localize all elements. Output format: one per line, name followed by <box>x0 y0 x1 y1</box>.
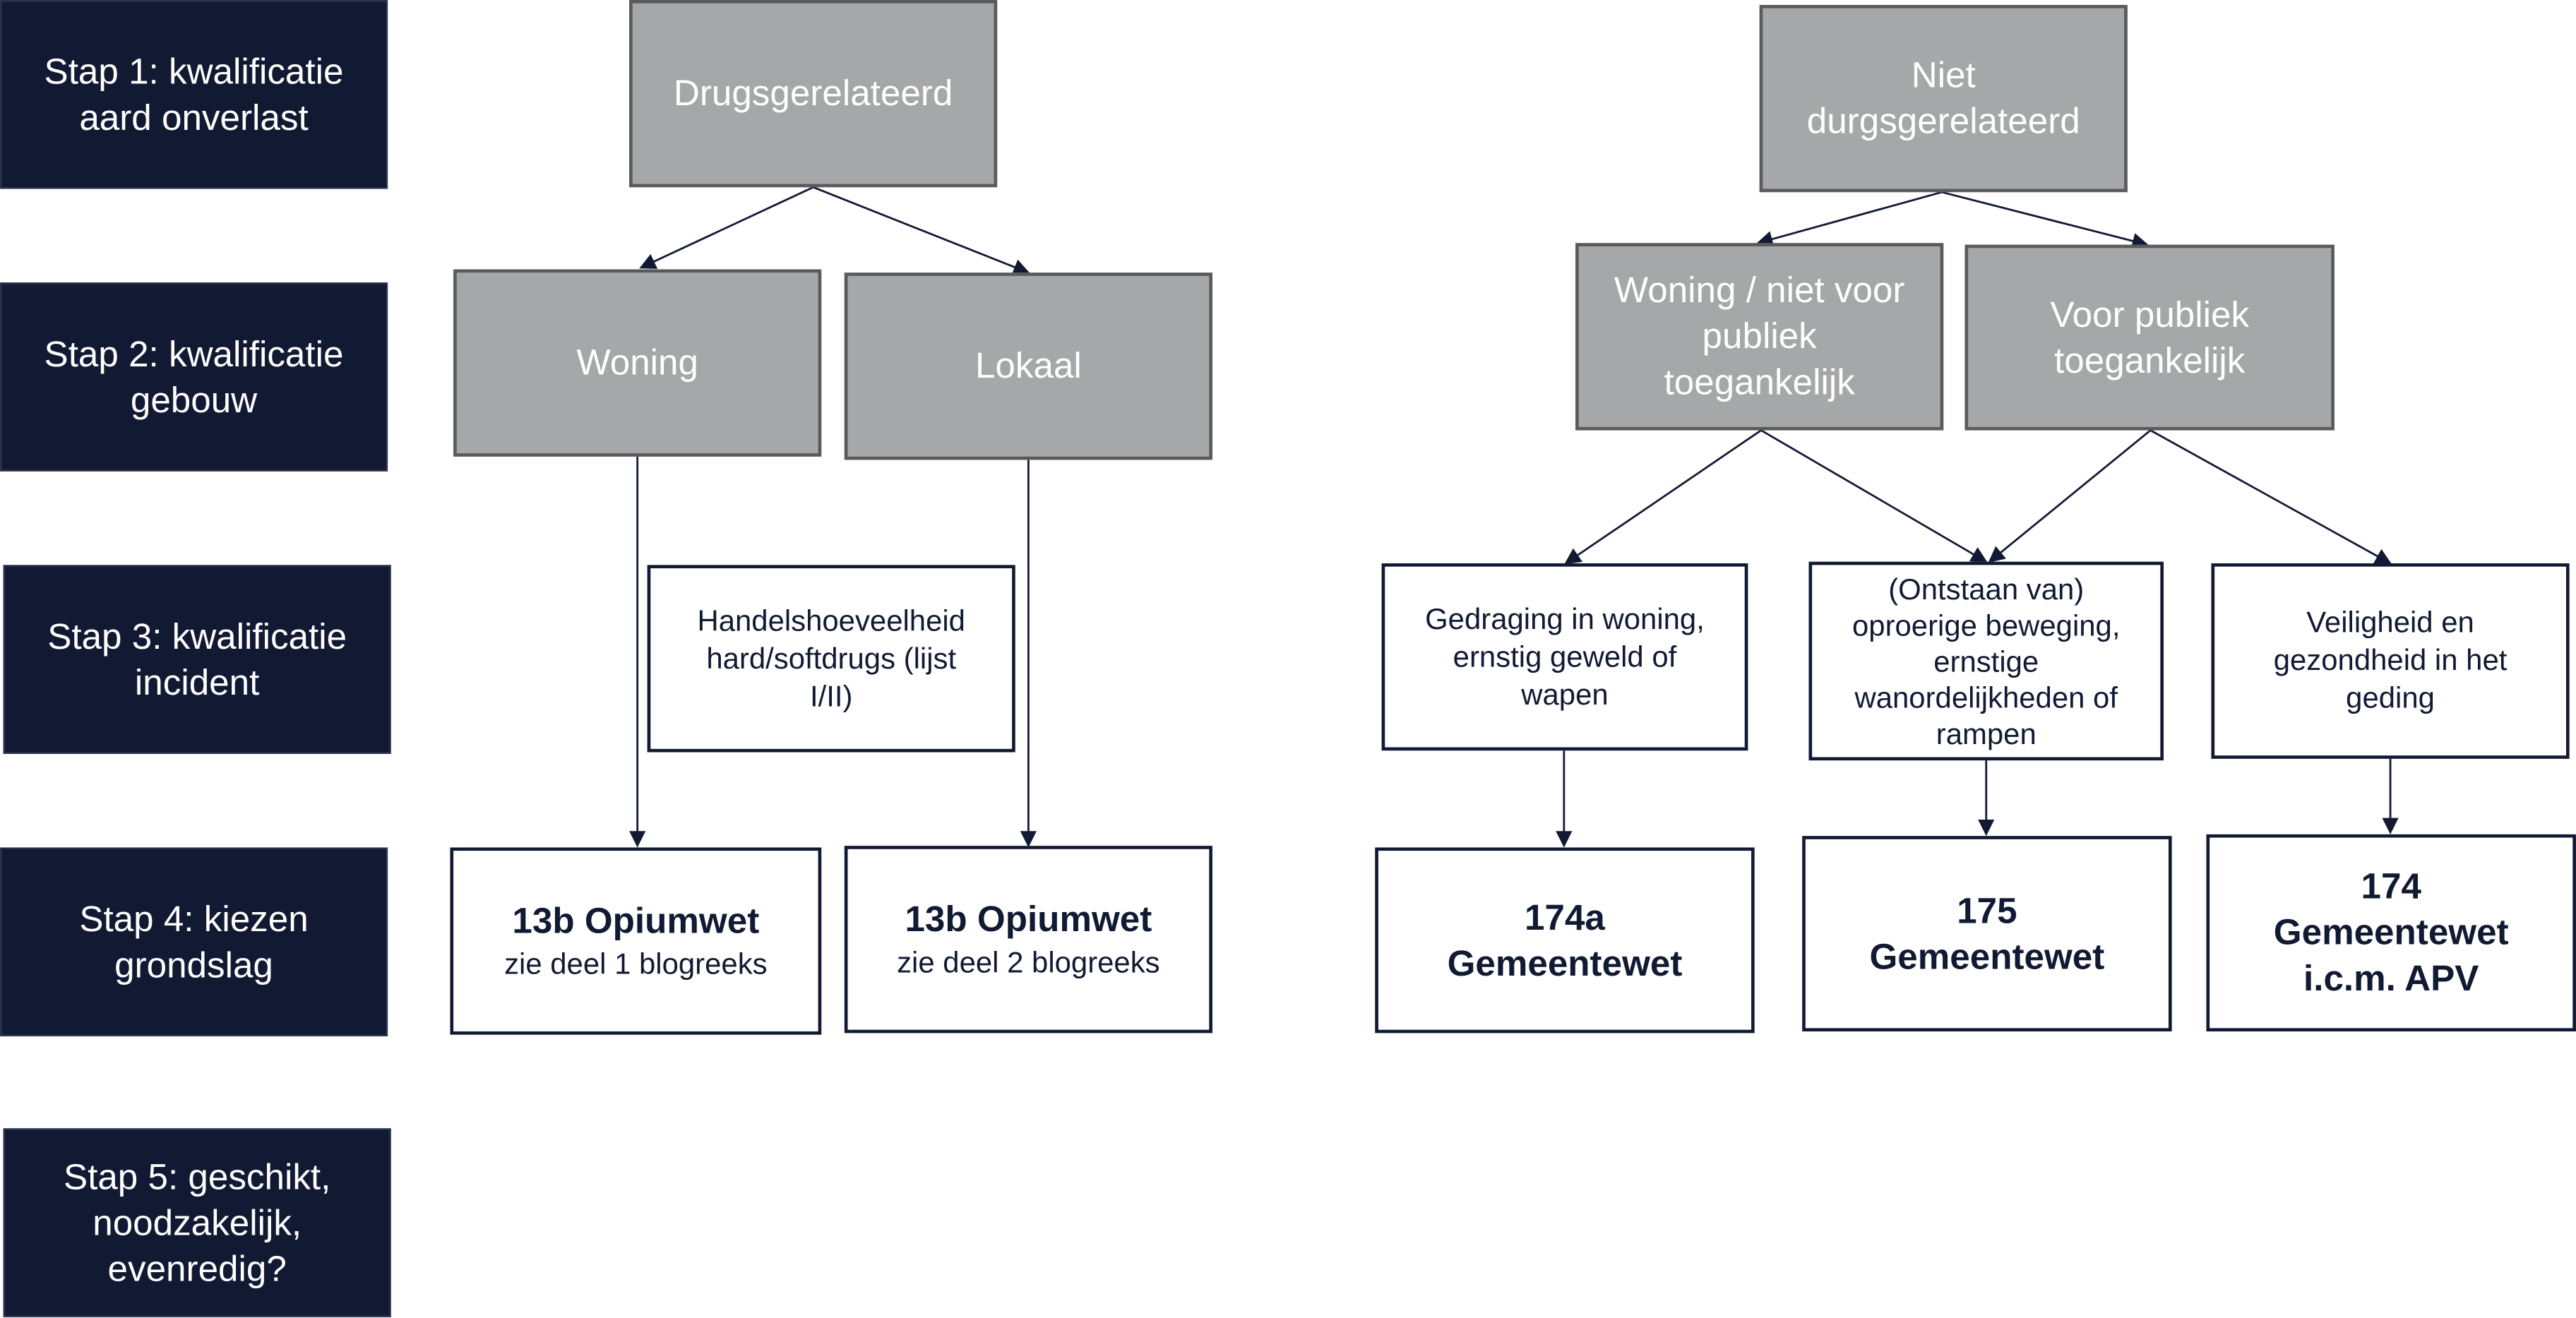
law-175-gemeentewet-box: 175 Gemeentewet <box>1802 836 2172 1032</box>
arrow-woningnp-to-incident-b <box>1760 429 1988 563</box>
law-subtitle: zie deel 1 blogreeks <box>504 947 768 981</box>
arrow-niet-to-publiek <box>1941 191 2149 249</box>
law-title: 13b Opiumwet <box>905 898 1152 940</box>
law-title: 174a Gemeentewet <box>1447 896 1683 983</box>
law-13b-opiumwet-deel2-box: 13b Opiumwet zie deel 2 blogreeks <box>844 846 1212 1034</box>
law-174-gemeentewet-apv-box: 174 Gemeentewet i.c.m. APV <box>2206 834 2576 1032</box>
law-13b-opiumwet-deel1-box: 13b Opiumwet zie deel 1 blogreeks <box>450 847 822 1035</box>
drugsgerelateerd-box: Drugsgerelateerd <box>629 0 998 188</box>
incident-veiligheid-gezondheid-box: Veiligheid en gezondheid in het geding <box>2211 563 2570 759</box>
arrow-publiek-to-incident-b <box>1988 429 2152 563</box>
arrow-niet-to-woning-niet-publiek <box>1756 191 1943 247</box>
incident-oproerige-beweging-box: (Ontstaan van) oproerige beweging, ernst… <box>1808 561 2164 761</box>
niet-drugsgerelateerd-box: Niet durgsgerelateerd <box>1759 4 2128 193</box>
step-4-box: Stap 4: kiezen grondslag <box>0 847 388 1037</box>
woning-box: Woning <box>453 269 822 457</box>
step-5-box: Stap 5: geschikt, noodzakelijk, evenredi… <box>3 1128 391 1317</box>
arrow-drugs-to-lokaal <box>813 186 1030 275</box>
step-2-box: Stap 2: kwalificatie gebouw <box>0 282 388 472</box>
handelshoeveelheid-box: Handelshoeveelheid hard/softdrugs (lijst… <box>647 565 1015 753</box>
law-subtitle: zie deel 2 blogreeks <box>897 946 1160 979</box>
woning-niet-publiek-box: Woning / niet voor publiek toegankelijk <box>1575 243 1944 431</box>
incident-gedraging-woning-box: Gedraging in woning, ernstig geweld of w… <box>1381 563 1748 751</box>
lokaal-box: Lokaal <box>844 272 1212 460</box>
voor-publiek-toegankelijk-box: Voor publiek toegankelijk <box>1964 244 2334 431</box>
law-174a-gemeentewet-box: 174a Gemeentewet <box>1375 847 1755 1034</box>
step-3-box: Stap 3: kwalificatie incident <box>3 565 391 754</box>
step-1-box: Stap 1: kwalificatie aard onverlast <box>0 0 388 189</box>
arrow-publiek-to-incident-c <box>2149 429 2392 565</box>
law-title: 13b Opiumwet <box>512 899 760 942</box>
law-title: 174 Gemeentewet i.c.m. APV <box>2273 865 2509 999</box>
arrow-woningnp-to-incident-a <box>1564 429 1762 565</box>
law-title: 175 Gemeentewet <box>1869 889 2105 977</box>
arrow-drugs-to-woning <box>639 186 814 269</box>
